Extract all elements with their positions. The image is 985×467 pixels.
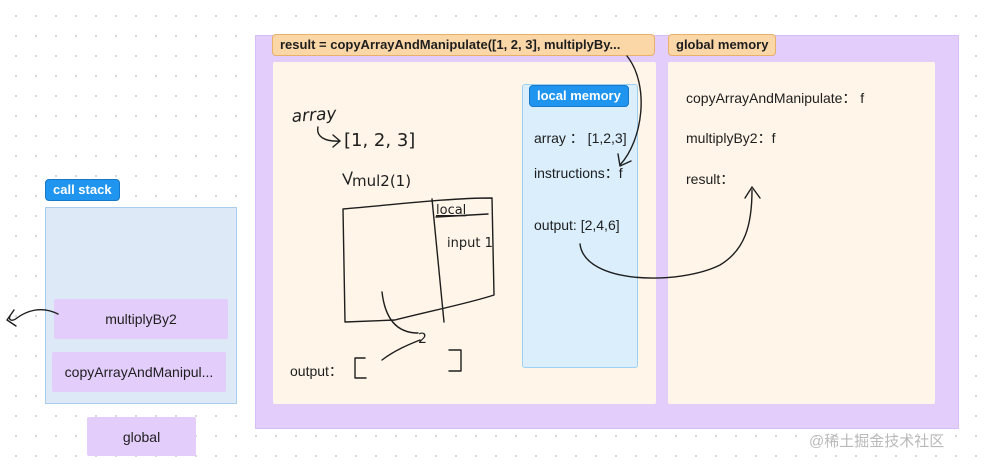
output-close-bracket bbox=[448, 349, 462, 372]
return-arrow bbox=[381, 339, 421, 361]
local-memory-array: array ： [1,2,3] bbox=[534, 130, 627, 146]
inner-context-box bbox=[342, 197, 495, 323]
output-open-bracket bbox=[354, 357, 367, 379]
call-stack-label: call stack bbox=[45, 179, 120, 201]
output-to-result-arrow bbox=[579, 189, 753, 279]
global-memory-label: global memory bbox=[668, 34, 777, 56]
handwritten-local: local bbox=[436, 203, 466, 218]
local-memory-frame bbox=[522, 84, 638, 368]
instructions-arrow bbox=[619, 55, 642, 166]
local-underline bbox=[435, 213, 489, 218]
handwritten-call: mul2(1) bbox=[352, 172, 411, 190]
stack-pop-squiggle bbox=[8, 309, 59, 321]
call-stack-item-multiplyBy2[interactable]: multiplyBy2 bbox=[54, 299, 228, 339]
stack-pop-arrowhead bbox=[6, 309, 17, 327]
global-memory-panel bbox=[668, 62, 935, 404]
handwritten-input: input 1 bbox=[447, 236, 493, 251]
watermark: @稀土掘金技术社区 bbox=[809, 433, 945, 450]
global-memory-multiplyBy2: multiplyBy2：f bbox=[686, 130, 776, 146]
global-memory-result: result： bbox=[686, 171, 735, 187]
local-memory-label: local memory bbox=[529, 85, 629, 107]
return-line bbox=[381, 291, 419, 334]
call-arrow bbox=[342, 171, 353, 185]
local-memory-instructions: instructions：f bbox=[534, 165, 623, 181]
inner-context-divider bbox=[431, 198, 445, 323]
execution-context-label: result = copyArrayAndManipulate([1, 2, 3… bbox=[272, 34, 655, 56]
instructions-arrowhead bbox=[617, 153, 632, 167]
call-stack-item-copyArrayAndManipulate[interactable]: copyArrayAndManipul... bbox=[52, 352, 226, 392]
array-curve-arrow bbox=[317, 126, 341, 142]
handwritten-result-digit: 2 bbox=[418, 331, 427, 347]
global-memory-copyArrayAndManipulate: copyArrayAndManipulate： f bbox=[686, 90, 865, 106]
local-memory-output: output: [2,4,6] bbox=[534, 217, 620, 233]
array-curve-arrowhead bbox=[332, 134, 341, 148]
output-to-result-arrowhead bbox=[744, 186, 761, 199]
global-context-block[interactable]: global bbox=[87, 417, 196, 456]
output-label: output： bbox=[290, 363, 343, 379]
handwritten-array-label: array bbox=[291, 104, 338, 127]
handwritten-array-value: [1, 2, 3] bbox=[344, 130, 415, 151]
